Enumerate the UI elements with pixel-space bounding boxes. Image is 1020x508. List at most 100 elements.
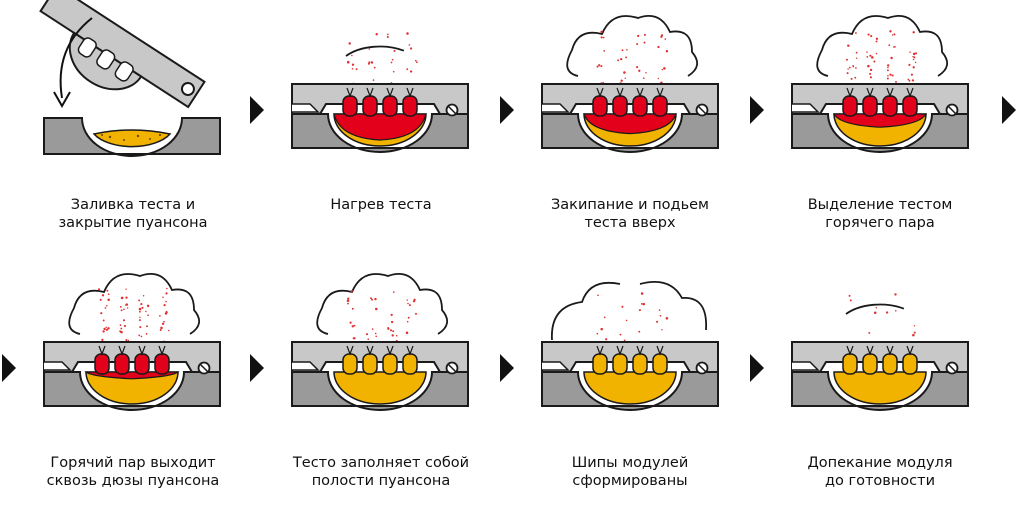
punch-cavity — [592, 95, 608, 117]
steam-nozzle — [138, 345, 146, 356]
dough-body — [85, 371, 179, 405]
punch-cavity — [94, 353, 110, 375]
punch-cavity — [882, 95, 898, 117]
punch-cavity — [402, 95, 418, 117]
mold-base — [43, 371, 221, 411]
dough-hot-zone — [333, 113, 427, 141]
steam-nozzle — [616, 345, 624, 356]
dough-hot-zone — [583, 113, 677, 135]
mold-base — [541, 113, 719, 153]
steam-nozzle — [846, 345, 854, 356]
mold-base — [541, 371, 719, 411]
punch-cavity — [902, 353, 918, 375]
steam-nozzle — [596, 345, 604, 356]
arrow-5 — [2, 354, 16, 382]
mold-base — [43, 117, 221, 157]
steam-cloud — [316, 272, 448, 335]
punch-cavity — [154, 353, 170, 375]
steam-particles — [346, 290, 418, 346]
punch-cavity — [652, 95, 668, 117]
panel-8-final-bake — [791, 293, 969, 411]
steam-nozzle — [906, 345, 914, 356]
panel-7-spikes-formed — [541, 280, 719, 411]
punch-notch-left — [292, 103, 320, 113]
punch-cavity — [652, 353, 668, 375]
steam-nozzle — [346, 87, 354, 98]
panel-6-fills-cavities — [291, 272, 469, 411]
steam-nozzle — [866, 345, 874, 356]
punch-cavity — [902, 95, 918, 117]
arrow-8 — [750, 354, 764, 382]
steam-nozzle — [596, 87, 604, 98]
steam-nozzle — [366, 87, 374, 98]
punch-plate — [43, 341, 221, 373]
punch-cavity — [134, 353, 150, 375]
steam-nozzle — [98, 345, 106, 356]
punch-cavity — [862, 353, 878, 375]
process-diagram — [2, 0, 1016, 411]
steam-cloud — [816, 14, 948, 77]
punch-plate — [291, 83, 469, 115]
punch-cavity — [402, 353, 418, 375]
steam-nozzle — [616, 87, 624, 98]
steam-nozzle — [906, 87, 914, 98]
punch-cavity — [842, 95, 858, 117]
punch-plate — [541, 83, 719, 115]
steam-particles — [846, 30, 918, 89]
steam-particles — [596, 30, 669, 88]
pour-arrow — [59, 17, 93, 99]
punch-notch-left — [292, 361, 320, 371]
panel-4-steam-release — [791, 14, 969, 153]
punch-notch-left — [542, 103, 570, 113]
punch-cavity — [382, 95, 398, 117]
panel-1-pour-dough — [39, 0, 221, 157]
punch-tilted — [39, 0, 206, 109]
punch-cavity — [632, 353, 648, 375]
mold-base — [791, 371, 969, 411]
steam-nozzle — [386, 345, 394, 356]
steam-nozzle — [866, 87, 874, 98]
steam-nozzle — [406, 87, 414, 98]
steam-nozzle — [656, 345, 664, 356]
mold-base — [291, 371, 469, 411]
steam-particles — [97, 287, 170, 347]
pour-arrow-head — [53, 91, 71, 109]
panel-5-steam-exits — [43, 272, 221, 411]
mold-base — [291, 113, 469, 153]
punch-cavity — [342, 95, 358, 117]
dough-hot-zone — [832, 113, 928, 128]
steam-nozzle — [386, 87, 394, 98]
steam-cloud — [345, 45, 415, 57]
steam-nozzle — [118, 345, 126, 356]
steam-nozzle — [886, 345, 894, 356]
punch-plate — [291, 341, 469, 373]
arrow-4 — [1002, 96, 1016, 124]
panel-3-boiling-rise — [541, 14, 719, 153]
panel-2-heating — [291, 32, 469, 153]
arrow-2 — [500, 96, 514, 124]
arrow-1 — [250, 96, 264, 124]
steam-cloud — [566, 14, 698, 77]
punch-notch-left — [44, 361, 72, 371]
punch-plate — [791, 341, 969, 373]
steam-nozzle — [366, 345, 374, 356]
dough-body — [833, 371, 927, 405]
punch-cavity — [842, 353, 858, 375]
steam-particles — [346, 32, 418, 85]
punch-cavity — [612, 95, 628, 117]
steam-nozzle — [406, 345, 414, 356]
arrow-3 — [750, 96, 764, 124]
punch-cavity — [592, 353, 608, 375]
steam-cloud — [551, 280, 707, 341]
steam-nozzle — [636, 87, 644, 98]
steam-nozzle — [656, 87, 664, 98]
punch-cavity — [362, 353, 378, 375]
punch-notch-left — [792, 361, 820, 371]
mold-base — [791, 113, 969, 153]
punch-plate — [791, 83, 969, 115]
